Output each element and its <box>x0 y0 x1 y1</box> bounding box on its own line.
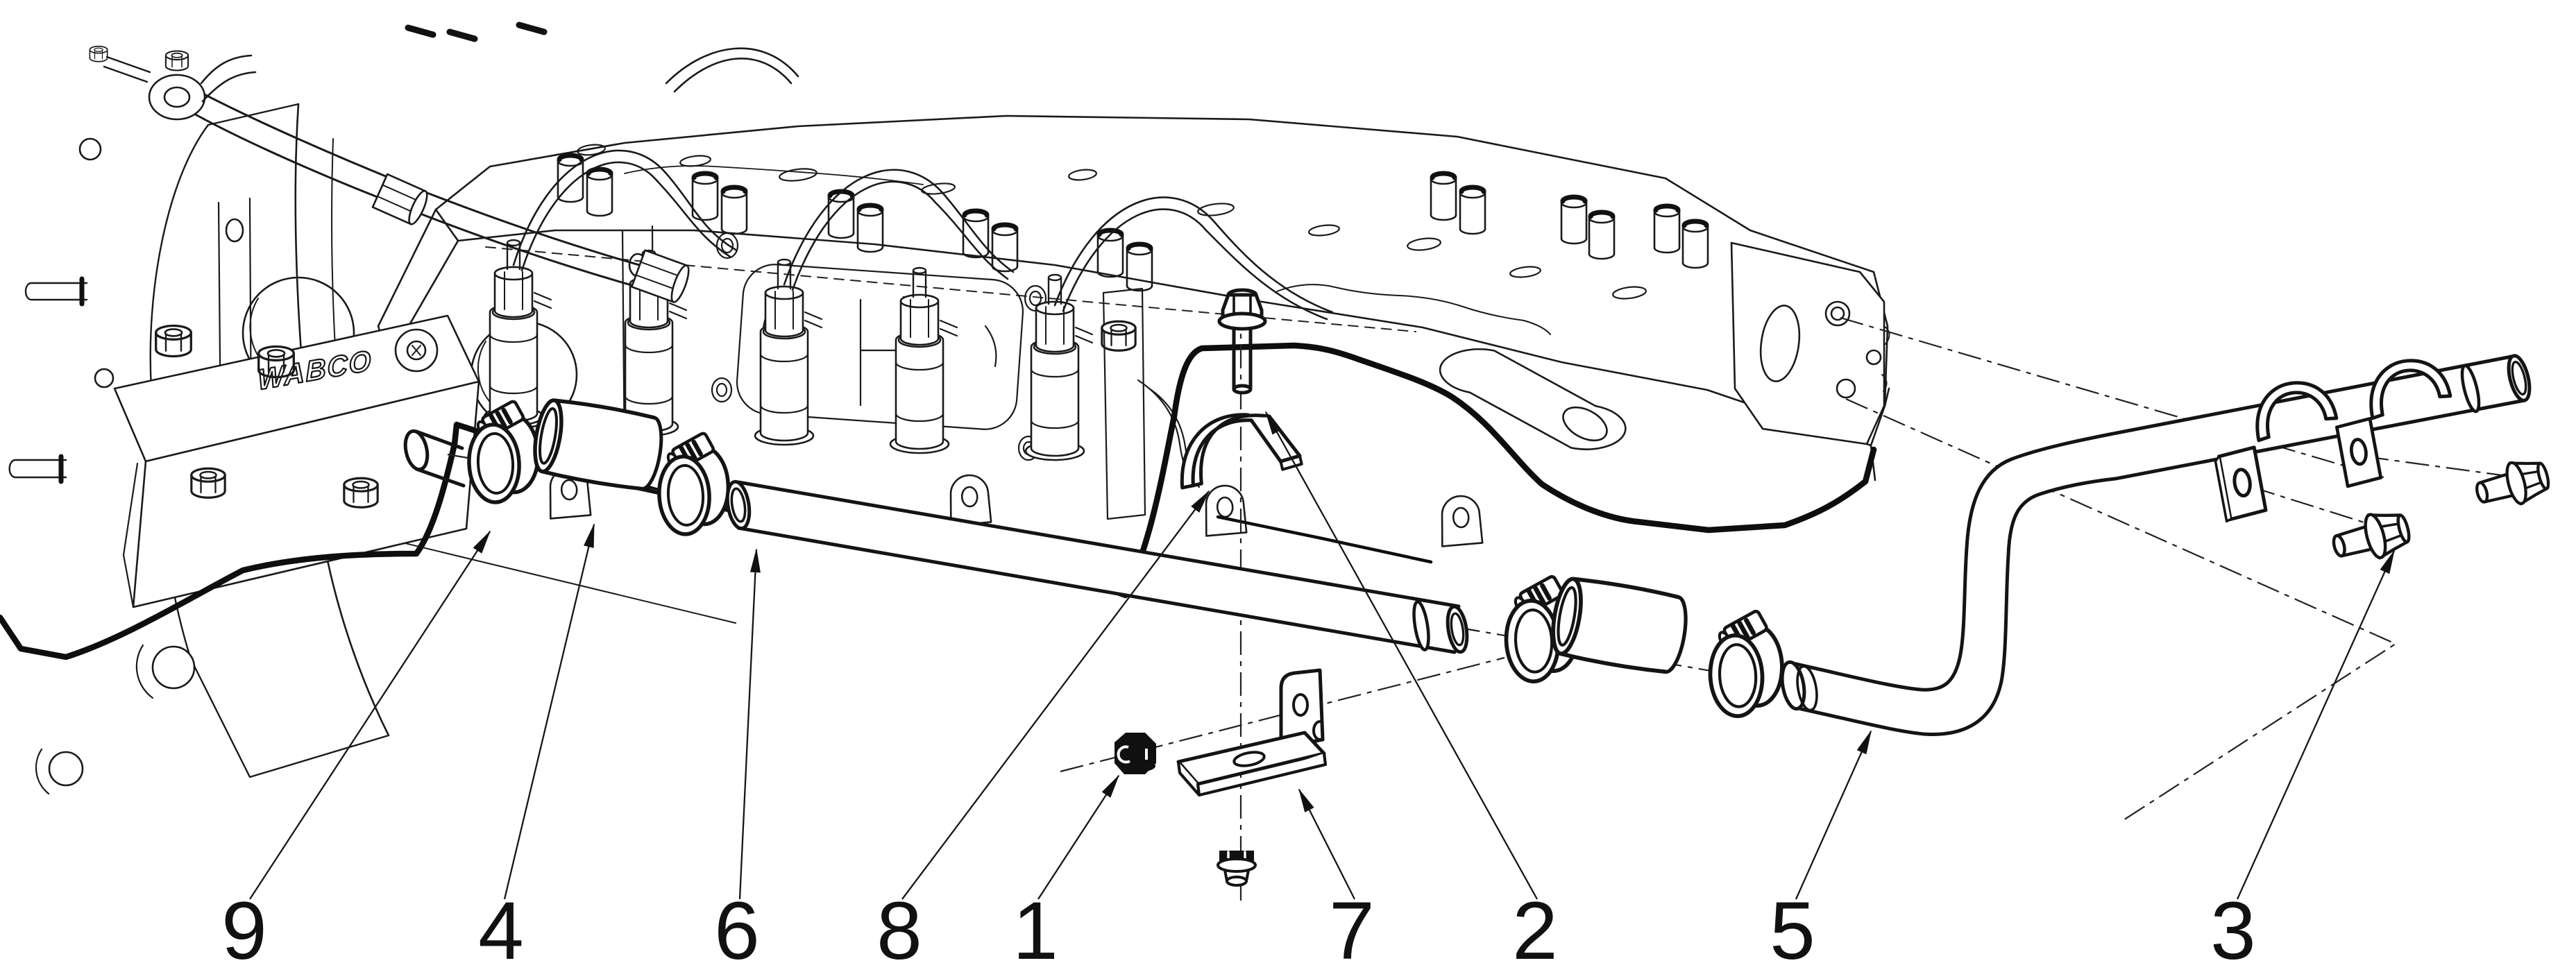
hose-clamp-2 <box>656 431 730 535</box>
leader-1 <box>1037 774 1120 900</box>
leader-5 <box>1795 730 1872 900</box>
air-compressor: WABCO <box>113 314 480 608</box>
leader-9 <box>249 530 491 900</box>
callout-3[interactable]: 3 <box>2210 885 2256 972</box>
callout-numbers: 9 4 6 8 1 7 2 5 3 <box>221 885 2256 972</box>
leader-2 <box>1264 411 1539 900</box>
head-bottom-edge <box>1216 515 1433 564</box>
callout-4[interactable]: 4 <box>478 885 524 972</box>
stud-row <box>405 22 1708 291</box>
water-pipe-bent <box>1780 354 2532 736</box>
callout-9[interactable]: 9 <box>221 885 267 972</box>
callout-8[interactable]: 8 <box>876 885 922 972</box>
callout-1[interactable]: 1 <box>1012 885 1058 972</box>
water-pipe-straight <box>725 479 1469 654</box>
port-stub <box>403 429 466 488</box>
leader-6 <box>738 548 761 900</box>
callout-7[interactable]: 7 <box>1329 885 1375 972</box>
flange-bolt-right-upper <box>2472 454 2552 514</box>
hex-nut <box>1115 733 1156 774</box>
callout-6[interactable]: 6 <box>714 885 760 972</box>
engine-illustration: WABCO <box>8 22 1890 795</box>
leader-4 <box>503 523 595 900</box>
leader-7 <box>1298 788 1356 900</box>
exploded-parts <box>403 288 2553 887</box>
head-right-end <box>1730 241 1890 445</box>
hose-clamp-4 <box>1707 609 1785 717</box>
bracket-bolt <box>1217 851 1257 887</box>
leader-lines <box>249 411 2396 900</box>
flange-bolt-top <box>1217 288 1267 395</box>
fuel-lines <box>89 45 1334 321</box>
callout-5[interactable]: 5 <box>1770 885 1815 972</box>
leader-8 <box>901 490 1210 900</box>
mounting-bracket <box>1176 668 1328 797</box>
leader-3 <box>2236 549 2396 900</box>
callout-2[interactable]: 2 <box>1512 885 1558 972</box>
